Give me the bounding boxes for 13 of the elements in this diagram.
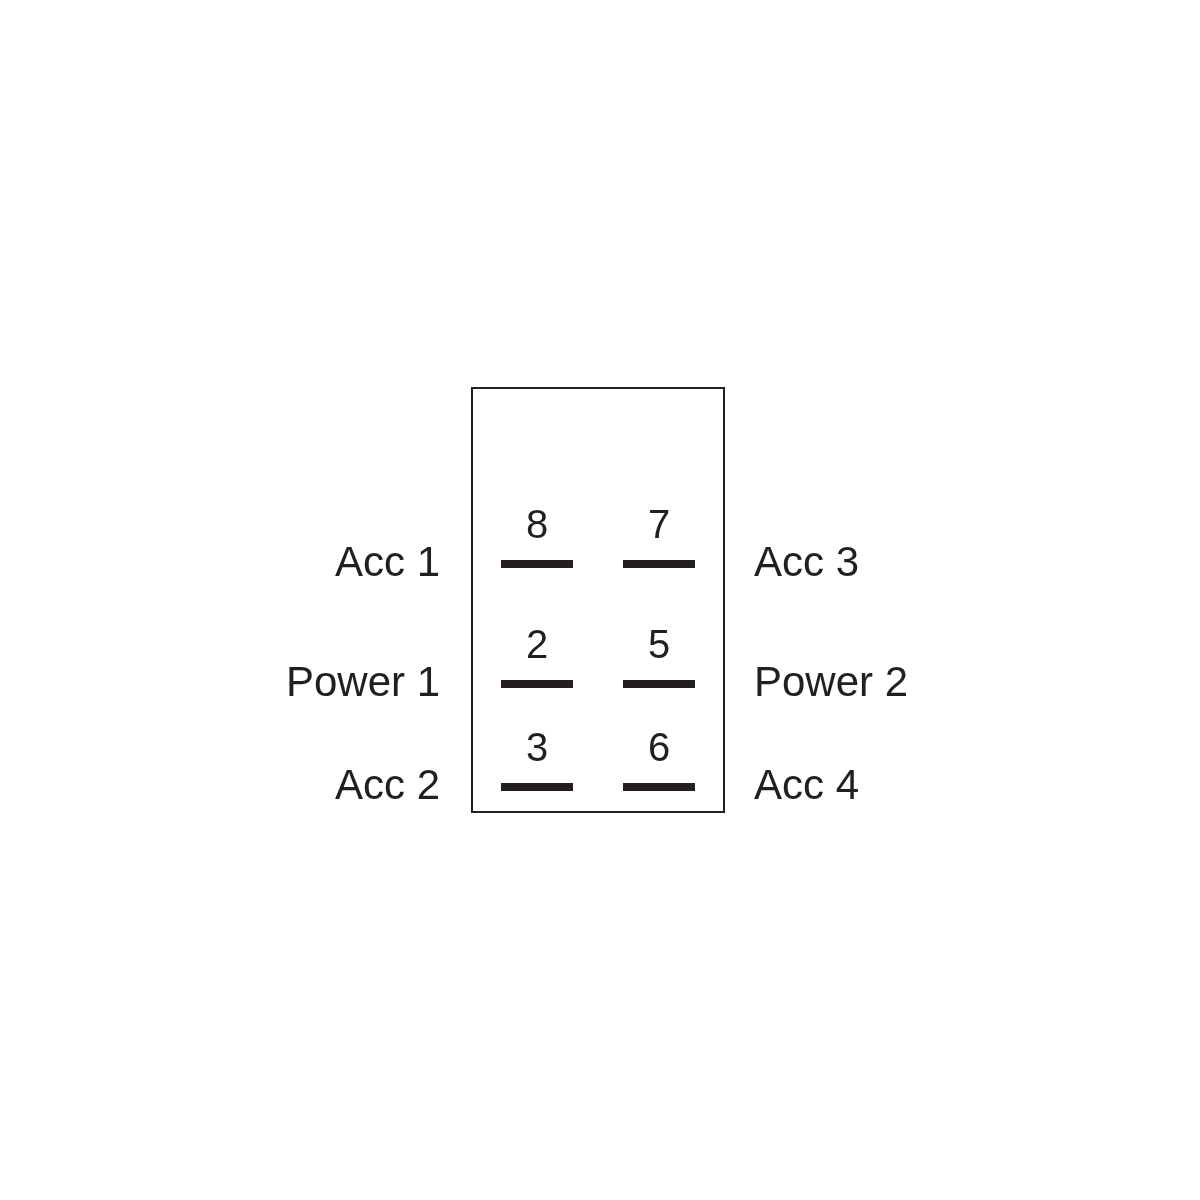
pin-number: 2 xyxy=(524,622,550,666)
pin-number: 8 xyxy=(524,502,550,546)
pin-number: 7 xyxy=(646,502,672,546)
switch-body-outline xyxy=(471,387,725,813)
pin-number: 5 xyxy=(646,622,672,666)
signal-label: Power 1 xyxy=(285,658,440,706)
signal-label: Acc 1 xyxy=(334,538,440,586)
signal-label: Acc 2 xyxy=(334,761,440,809)
signal-label: Acc 3 xyxy=(754,538,860,586)
signal-label: Power 2 xyxy=(754,658,909,706)
pin-number: 6 xyxy=(646,725,672,769)
pin-number: 3 xyxy=(524,725,550,769)
signal-label: Acc 4 xyxy=(754,761,860,809)
